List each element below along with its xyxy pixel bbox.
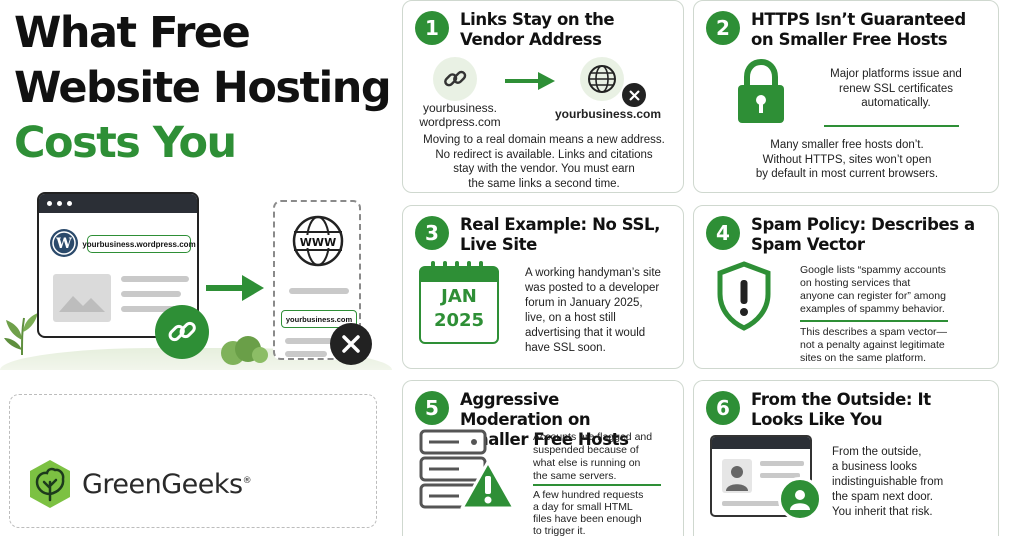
- divider: [824, 125, 959, 127]
- title-line-1: What Free: [14, 8, 251, 58]
- destination-url: yourbusiness.com: [281, 310, 357, 328]
- browser-url-bar: yourbusiness.wordpress.com: [82, 235, 196, 253]
- card-2: 2 HTTPS Isn’t Guaranteed on Smaller Free…: [693, 0, 999, 193]
- destination-page: WWW yourbusiness.com: [273, 200, 361, 360]
- text-line: [121, 291, 181, 297]
- card-number-badge: 4: [706, 216, 740, 250]
- chain-link-icon: [433, 57, 477, 101]
- calendar-year: 2025: [433, 310, 485, 331]
- globe-www-label: WWW: [299, 236, 337, 249]
- text-line: [285, 338, 337, 344]
- title-line-2: Website Hosting: [14, 63, 392, 113]
- card-5: 5 Aggressive Moderation on Smaller Free …: [402, 380, 684, 536]
- plant-left-icon: [4, 313, 38, 355]
- card-body-2: Many smaller free hosts don’t. Without H…: [755, 139, 939, 180]
- text-line: [121, 306, 185, 312]
- divider: [533, 484, 661, 486]
- brand-area: [9, 394, 377, 528]
- from-url-label: yourbusiness. wordpress.com: [419, 101, 501, 129]
- card-number-badge: 6: [706, 391, 740, 425]
- card-number-badge: 2: [706, 11, 740, 45]
- card-body-1: Google lists “spammy accounts on hosting…: [800, 264, 946, 315]
- greengeeks-leaf-icon: [30, 460, 70, 508]
- card-number-badge: 3: [415, 216, 449, 250]
- link-chain-icon: [155, 305, 209, 359]
- card-body: A working handyman’s site was posted to …: [525, 267, 661, 354]
- shield-warning-icon: [717, 261, 771, 331]
- arrow-right-icon: [505, 72, 555, 90]
- calendar-icon: JAN 2025: [419, 261, 499, 344]
- card-title: Aggressive Moderation on Smaller Free Ho…: [460, 390, 629, 449]
- image-placeholder: [53, 274, 111, 322]
- card-body-1: Accounts are flagged and suspended becau…: [533, 431, 653, 482]
- user-avatar-icon: [778, 477, 822, 521]
- browser-titlebar: [39, 194, 197, 213]
- card-number-badge: 5: [415, 391, 449, 425]
- bush-right-icon: [221, 336, 268, 365]
- hero-illustration: W yourbusiness.wordpress.com WWW yourbus…: [0, 165, 392, 377]
- text-line: [289, 288, 349, 294]
- card-title: Real Example: No SSL, Live Site: [460, 215, 660, 254]
- card-4: 4 Spam Policy: Describes a Spam Vector G…: [693, 205, 999, 369]
- card-body-2: This describes a spam vector— not a pena…: [800, 326, 948, 364]
- server-stack-icon: [419, 429, 487, 509]
- page-title: What Free Website Hosting Costs You: [14, 6, 394, 171]
- title-line-3: Costs You: [14, 118, 237, 168]
- browser-window: W yourbusiness.wordpress.com: [37, 192, 199, 338]
- card-1: 1 Links Stay on the Vendor Address yourb…: [402, 0, 684, 193]
- card-title: Spam Policy: Describes a Spam Vector: [751, 215, 975, 254]
- divider: [800, 320, 948, 322]
- card-title: From the Outside: It Looks Like You: [751, 390, 931, 429]
- greengeeks-logo: GreenGeeks®: [16, 446, 286, 522]
- calendar-month: JAN: [441, 286, 477, 307]
- padlock-icon: [738, 58, 784, 123]
- close-x-icon: [622, 83, 646, 107]
- to-url-label: yourbusiness.com: [554, 107, 662, 121]
- card-body-1: Major platforms issue and renew SSL cert…: [830, 68, 962, 109]
- arrow-right-icon: [206, 275, 264, 301]
- text-line: [285, 351, 327, 357]
- text-line: [121, 276, 189, 282]
- card-body: From the outside, a business looks indis…: [832, 446, 944, 518]
- card-body-2: A few hundred requests a day for small H…: [533, 489, 644, 536]
- card-6: 6 From the Outside: It Looks Like You Fr…: [693, 380, 999, 536]
- card-3: 3 Real Example: No SSL, Live Site JAN 20…: [402, 205, 684, 369]
- brand-name: GreenGeeks®: [82, 468, 252, 500]
- card-title: Links Stay on the Vendor Address: [460, 10, 615, 49]
- profile-window-icon: [710, 435, 812, 517]
- card-title: HTTPS Isn’t Guaranteed on Smaller Free H…: [751, 10, 966, 49]
- wordpress-logo-icon: W: [50, 229, 78, 257]
- globe-icon: [580, 57, 624, 101]
- close-x-icon: [330, 323, 372, 365]
- card-number-badge: 1: [415, 11, 449, 45]
- svg-text:W: W: [55, 236, 72, 252]
- globe-www-icon: [292, 215, 344, 267]
- card-body: Moving to a real domain means a new addr…: [423, 134, 665, 190]
- warning-triangle-icon: [460, 460, 516, 510]
